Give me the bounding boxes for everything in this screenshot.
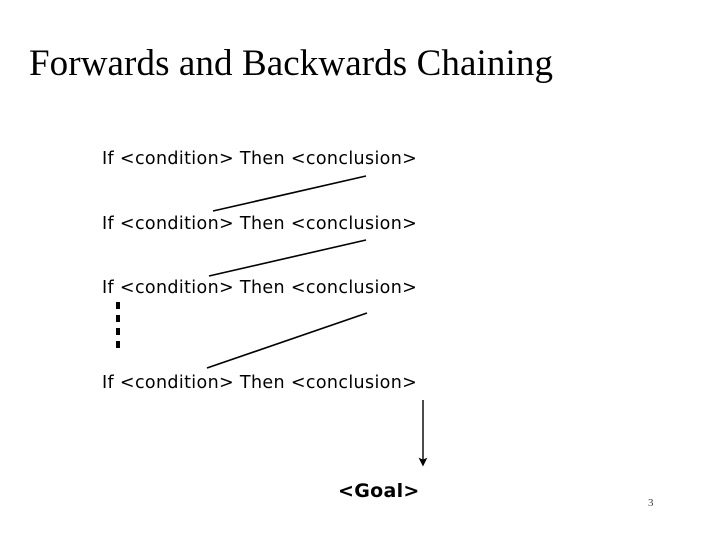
page-number: 3	[648, 497, 654, 509]
rule-statement-3: If <condition> Then <conclusion>	[102, 278, 418, 298]
rule-statement-4: If <condition> Then <conclusion>	[102, 373, 418, 393]
page-title: Forwards and Backwards Chaining	[29, 43, 554, 84]
rule-statement-1: If <condition> Then <conclusion>	[102, 149, 418, 169]
chain-link-3-icon	[206, 312, 368, 369]
rule-statement-2: If <condition> Then <conclusion>	[102, 214, 418, 234]
goal-label: <Goal>	[338, 480, 420, 502]
chain-link-2-icon	[208, 239, 367, 277]
chain-link-1-icon	[212, 175, 367, 212]
